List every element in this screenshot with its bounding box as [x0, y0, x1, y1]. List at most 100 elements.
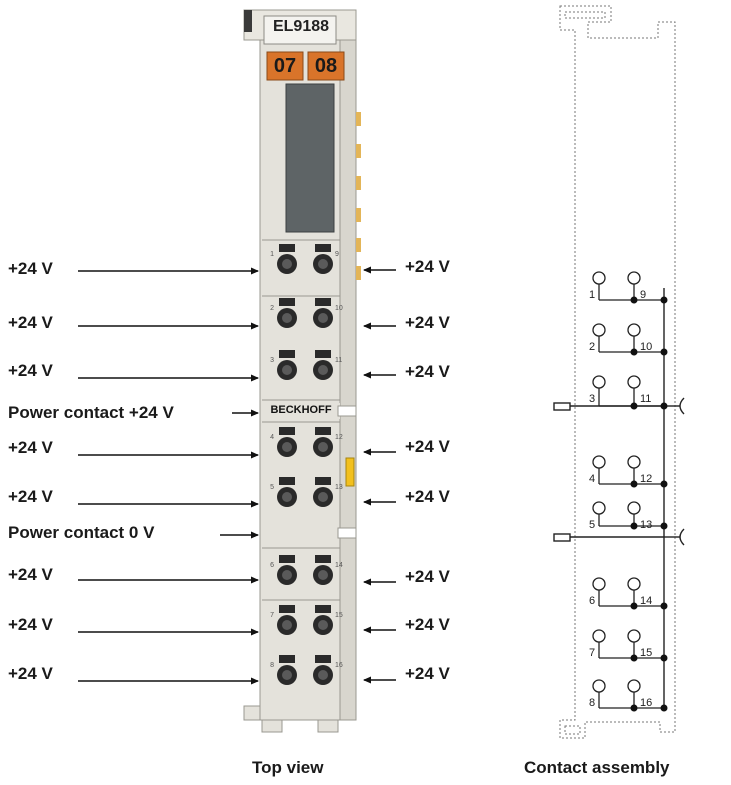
contact-number: 6 — [589, 595, 595, 607]
socket-center — [318, 259, 328, 269]
led-label-1: 07 — [273, 55, 297, 77]
contact-pin — [627, 455, 641, 469]
socket-number: 3 — [270, 357, 274, 364]
contact-node — [630, 654, 638, 662]
contact-pin — [592, 323, 606, 337]
left-label-7: +24 V — [8, 615, 53, 634]
socket-release-slot — [315, 350, 331, 358]
contact-number: 13 — [640, 519, 652, 531]
socket-release-slot — [279, 555, 295, 563]
contact-number: 2 — [589, 341, 595, 353]
socket-center — [282, 313, 292, 323]
right-label-6: +24 V — [405, 567, 450, 586]
left-label-8: +24 V — [8, 664, 53, 683]
socket-release-slot — [315, 655, 331, 663]
contact-node — [630, 480, 638, 488]
contact-node — [660, 296, 668, 304]
socket-center — [318, 313, 328, 323]
socket-release-slot — [315, 605, 331, 613]
contact-number: 1 — [589, 289, 595, 301]
contact-node — [630, 704, 638, 712]
socket-number: 12 — [335, 434, 343, 441]
socket-center — [282, 442, 292, 452]
contact-number: 3 — [589, 393, 595, 405]
left-label-4: +24 V — [8, 438, 53, 457]
socket-number: 1 — [270, 251, 274, 258]
socket-center — [282, 492, 292, 502]
socket-release-slot — [315, 477, 331, 485]
contact-number: 5 — [589, 519, 595, 531]
socket-release-slot — [279, 298, 295, 306]
contact-number: 7 — [589, 647, 595, 659]
socket-center — [282, 570, 292, 580]
right-arrows — [363, 266, 396, 684]
contact-number: 11 — [640, 393, 651, 405]
contact-pin — [627, 271, 641, 285]
contact-node — [630, 402, 638, 410]
socket-center — [318, 365, 328, 375]
socket-release-slot — [279, 350, 295, 358]
socket-release-slot — [279, 605, 295, 613]
right-label-1: +24 V — [405, 257, 450, 276]
socket-number: 4 — [270, 434, 274, 441]
contact-node — [660, 348, 668, 356]
contact-number: 15 — [640, 647, 652, 659]
socket-number: 15 — [335, 612, 343, 619]
socket-release-slot — [279, 427, 295, 435]
contact-assembly-outline — [559, 5, 676, 739]
contact-node — [660, 522, 668, 530]
contact-number: 16 — [640, 697, 652, 709]
contact-node — [660, 654, 668, 662]
caption-contact-assembly: Contact assembly — [524, 758, 670, 777]
socket-center — [282, 259, 292, 269]
contact-number: 14 — [640, 595, 652, 607]
socket-release-slot — [279, 477, 295, 485]
socket-release-slot — [279, 244, 295, 252]
right-label-2: +24 V — [405, 313, 450, 332]
left-label-1: +24 V — [8, 259, 53, 278]
left-label-3: +24 V — [8, 361, 53, 380]
power-contact-zero-label: Power contact 0 V — [8, 523, 155, 542]
socket-release-slot — [315, 427, 331, 435]
socket-center — [282, 620, 292, 630]
contact-pin — [627, 375, 641, 389]
contact-number: 4 — [589, 473, 595, 485]
contact-pin — [627, 629, 641, 643]
socket-release-slot — [315, 298, 331, 306]
contact-node — [630, 522, 638, 530]
contact-number: 10 — [640, 341, 652, 353]
socket-center — [318, 620, 328, 630]
contact-pin — [627, 323, 641, 337]
socket-release-slot — [315, 244, 331, 252]
socket-number: 13 — [335, 484, 343, 491]
contact-node — [660, 602, 668, 610]
led-label-2: 08 — [314, 55, 338, 77]
contact-pin — [627, 501, 641, 515]
socket-center — [282, 670, 292, 680]
caption-top-view: Top view — [252, 758, 324, 777]
socket-number: 6 — [270, 562, 274, 569]
contact-pin — [592, 629, 606, 643]
right-label-4: +24 V — [405, 437, 450, 456]
brand-logo: BECKHOFF — [270, 404, 332, 416]
contact-assembly-details — [553, 397, 685, 546]
right-label-7: +24 V — [405, 615, 450, 634]
contact-pin — [627, 577, 641, 591]
socket-center — [318, 670, 328, 680]
socket-number: 2 — [270, 305, 274, 312]
contact-node — [660, 704, 668, 712]
left-label-5: +24 V — [8, 487, 53, 506]
socket-number: 7 — [270, 612, 274, 619]
terminal-body — [243, 9, 361, 733]
power-contact-plus-label: Power contact +24 V — [8, 403, 174, 422]
right-label-3: +24 V — [405, 362, 450, 381]
contact-number: 8 — [589, 697, 595, 709]
terminal-model: EL9188 — [272, 18, 330, 35]
contact-pin — [592, 501, 606, 515]
contact-node — [660, 480, 668, 488]
contact-pin — [627, 679, 641, 693]
contact-number: 12 — [640, 473, 652, 485]
contact-node — [630, 348, 638, 356]
